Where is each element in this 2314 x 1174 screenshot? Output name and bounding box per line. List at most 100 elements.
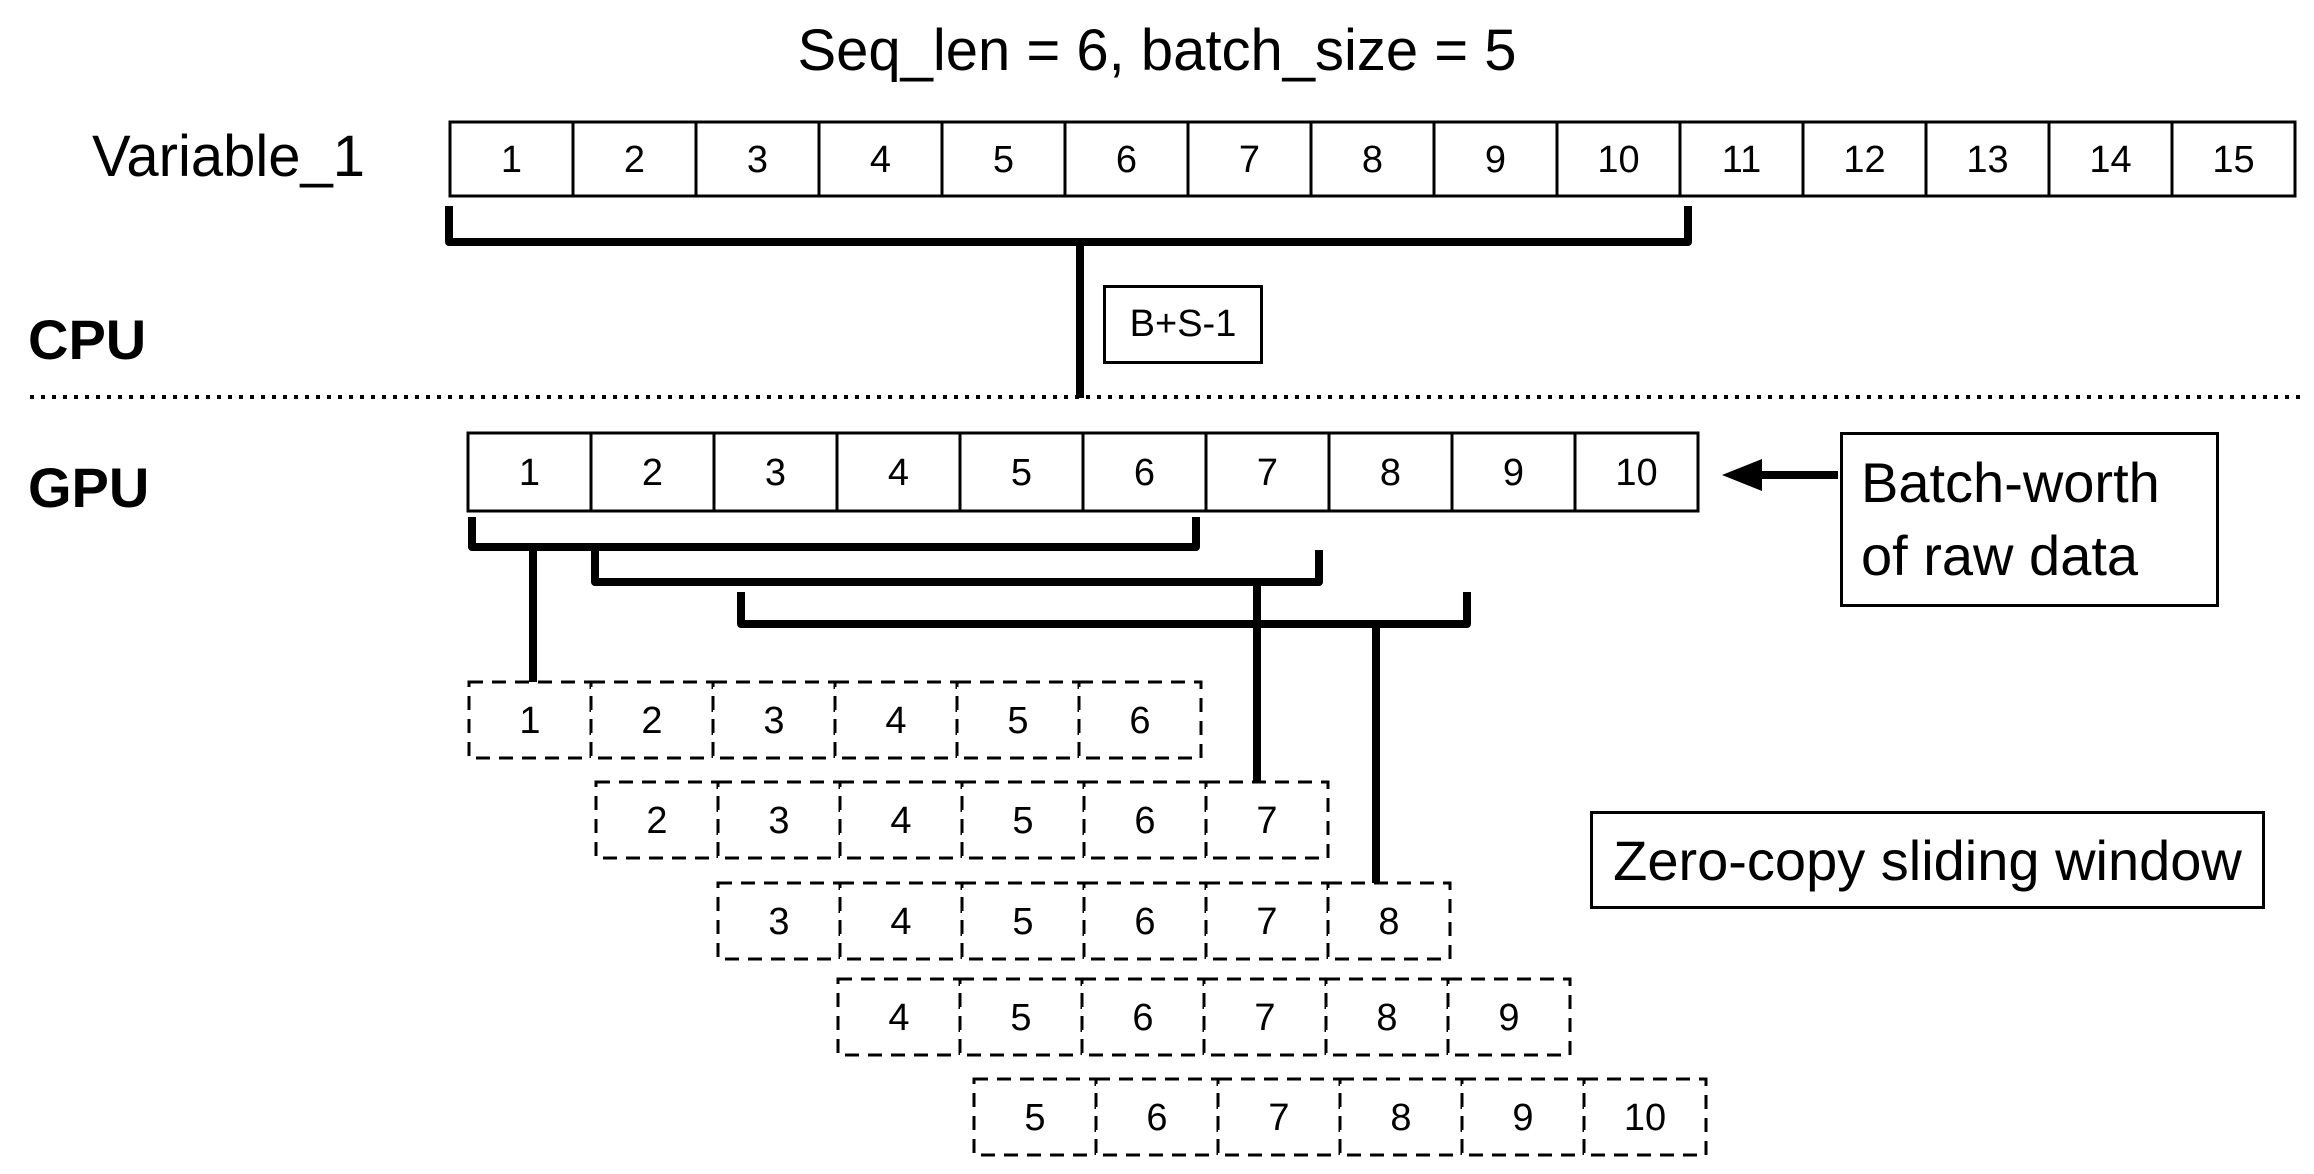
- window-3-cell-label: 8: [1378, 901, 1399, 943]
- gpu-batch-cell: [1204, 431, 1331, 513]
- window-3-cell: [1204, 881, 1330, 961]
- gpu-batch-cell-label: 4: [888, 452, 909, 494]
- window-1-cell: [955, 680, 1081, 760]
- window-5-cell-label: 8: [1390, 1097, 1411, 1139]
- gpu-batch-cell-label: 6: [1134, 452, 1155, 494]
- variable-cell: [940, 120, 1067, 198]
- variable-cell-label: 2: [624, 139, 645, 181]
- gpu-batch-cell: [712, 431, 839, 513]
- window-1-cell-label: 3: [763, 700, 784, 742]
- window-1-cell-label: 1: [519, 700, 540, 742]
- window-bracket-1: [468, 517, 1200, 551]
- window-4-cell: [836, 977, 962, 1057]
- variable-cell-label: 5: [993, 139, 1014, 181]
- variable-cell-label: 14: [2089, 139, 2131, 181]
- window-1-cell: [589, 680, 715, 760]
- window-2-cell-label: 2: [646, 800, 667, 842]
- window-2-cell: [838, 780, 964, 860]
- cpu-label: CPU: [28, 308, 147, 371]
- window-5-cell: [1094, 1077, 1220, 1157]
- variable-cell: [1555, 120, 1682, 198]
- window-1-cell-label: 5: [1007, 700, 1028, 742]
- window-4-cell: [1202, 977, 1328, 1057]
- gpu-batch-cell-label: 5: [1011, 452, 1032, 494]
- window-2-cell-label: 4: [890, 800, 911, 842]
- window-4-cell: [1446, 977, 1572, 1057]
- window-1-cell: [1077, 680, 1203, 760]
- gpu-batch-cell: [1450, 431, 1577, 513]
- window-2-cell-label: 6: [1134, 800, 1155, 842]
- gpu-batch-cell-label: 1: [519, 452, 540, 494]
- window-3-cell: [1082, 881, 1208, 961]
- window-5-cell: [1460, 1077, 1586, 1157]
- variable-cell-label: 6: [1116, 139, 1137, 181]
- cpu-selection-bracket: [445, 206, 1692, 246]
- window-5-cell-label: 6: [1146, 1097, 1167, 1139]
- window-4-cell-label: 7: [1254, 997, 1275, 1039]
- variable-cell-label: 10: [1597, 139, 1639, 181]
- gpu-batch-cell-label: 7: [1257, 452, 1278, 494]
- window-2-cell: [716, 780, 842, 860]
- window-5-cell: [1582, 1077, 1708, 1157]
- variable-cell: [694, 120, 821, 198]
- window-4-cell: [1324, 977, 1450, 1057]
- window-3-cell-label: 5: [1012, 901, 1033, 943]
- gpu-label: GPU: [28, 456, 150, 519]
- window-4-cell-label: 9: [1498, 997, 1519, 1039]
- window-5-cell: [972, 1077, 1098, 1157]
- gpu-batch-cell: [1081, 431, 1208, 513]
- window-3-cell: [960, 881, 1086, 961]
- gpu-batch-cell-label: 8: [1380, 452, 1401, 494]
- gpu-batch-cell-label: 9: [1503, 452, 1524, 494]
- variable-cell-label: 12: [1843, 139, 1885, 181]
- variable-cell-label: 8: [1362, 139, 1383, 181]
- gpu-batch-cell: [1573, 431, 1700, 513]
- window-4-cell-label: 6: [1132, 997, 1153, 1039]
- transfer-size-label: B+S-1: [1103, 285, 1263, 364]
- variable-cell: [1063, 120, 1190, 198]
- window-2-cell: [594, 780, 720, 860]
- variable-cell-label: 15: [2212, 139, 2254, 181]
- window-5-cell-label: 5: [1024, 1097, 1045, 1139]
- gpu-batch-cell-label: 3: [765, 452, 786, 494]
- variable-cell: [448, 120, 575, 198]
- window-2-cell: [1204, 780, 1330, 860]
- variable-cell-label: 4: [870, 139, 891, 181]
- window-1-cell: [711, 680, 837, 760]
- window-4-cell: [958, 977, 1084, 1057]
- gpu-batch-cell: [589, 431, 716, 513]
- window-1-cell: [833, 680, 959, 760]
- window-4-cell-label: 4: [888, 997, 909, 1039]
- window-bracket-3: [737, 592, 1471, 628]
- variable-cell-label: 11: [1722, 139, 1761, 181]
- window-2-cell: [1082, 780, 1208, 860]
- window-5-cell-label: 7: [1268, 1097, 1289, 1139]
- variable-cell-label: 9: [1485, 139, 1506, 181]
- variable-cell: [1432, 120, 1559, 198]
- window-1-cell-label: 2: [641, 700, 662, 742]
- window-2-cell-label: 5: [1012, 800, 1033, 842]
- variable-cell-label: 1: [501, 139, 522, 181]
- window-3-cell-label: 4: [890, 901, 911, 943]
- sliding-window-label: Zero-copy sliding window: [1590, 811, 2265, 909]
- variable-cell: [2047, 120, 2174, 198]
- window-4-cell-label: 5: [1010, 997, 1031, 1039]
- window-3-cell-label: 6: [1134, 901, 1155, 943]
- window-3-cell: [1326, 881, 1452, 961]
- window-4-cell-label: 8: [1376, 997, 1397, 1039]
- variable-cell: [2170, 120, 2297, 198]
- gpu-batch-cell-label: 10: [1615, 452, 1657, 494]
- window-5-cell-label: 9: [1512, 1097, 1533, 1139]
- window-2-cell-label: 7: [1256, 800, 1277, 842]
- window-3-cell: [838, 881, 964, 961]
- variable-cell-label: 13: [1966, 139, 2008, 181]
- variable-cell-label: 3: [747, 139, 768, 181]
- window-1-cell-label: 6: [1129, 700, 1150, 742]
- window-1-cell-label: 4: [885, 700, 906, 742]
- window-2-cell-label: 3: [768, 800, 789, 842]
- window-2-cell: [960, 780, 1086, 860]
- gpu-batch-cell: [958, 431, 1085, 513]
- gpu-batch-cell-label: 2: [642, 452, 663, 494]
